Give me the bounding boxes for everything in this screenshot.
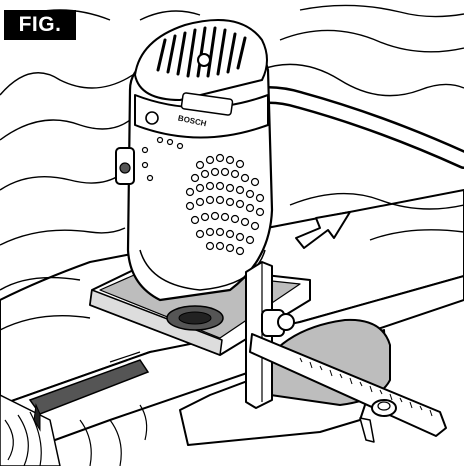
routed-groove: [28, 351, 150, 432]
trim-router-motor-housing: [115, 19, 274, 302]
figure-label: FIG. 16: [4, 10, 76, 66]
edge-guide: [179, 261, 447, 446]
feed-direction-arrow: [295, 211, 351, 249]
